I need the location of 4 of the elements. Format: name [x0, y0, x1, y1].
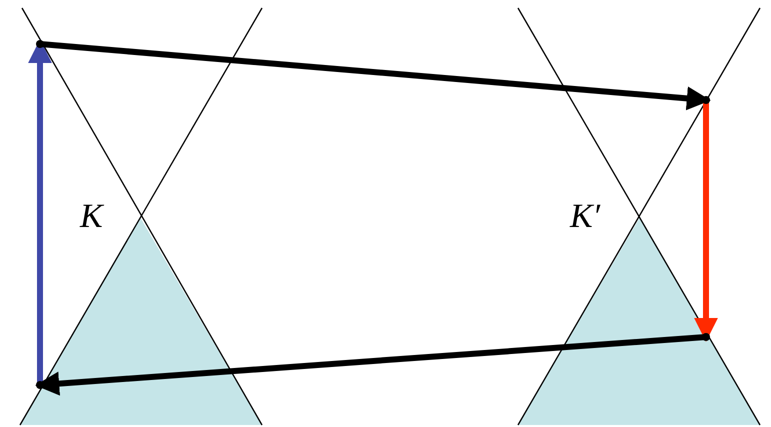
state-dot: [36, 40, 44, 48]
valley-label: K: [80, 200, 103, 234]
valley-label: K′: [570, 200, 600, 234]
state-dot: [36, 381, 44, 389]
